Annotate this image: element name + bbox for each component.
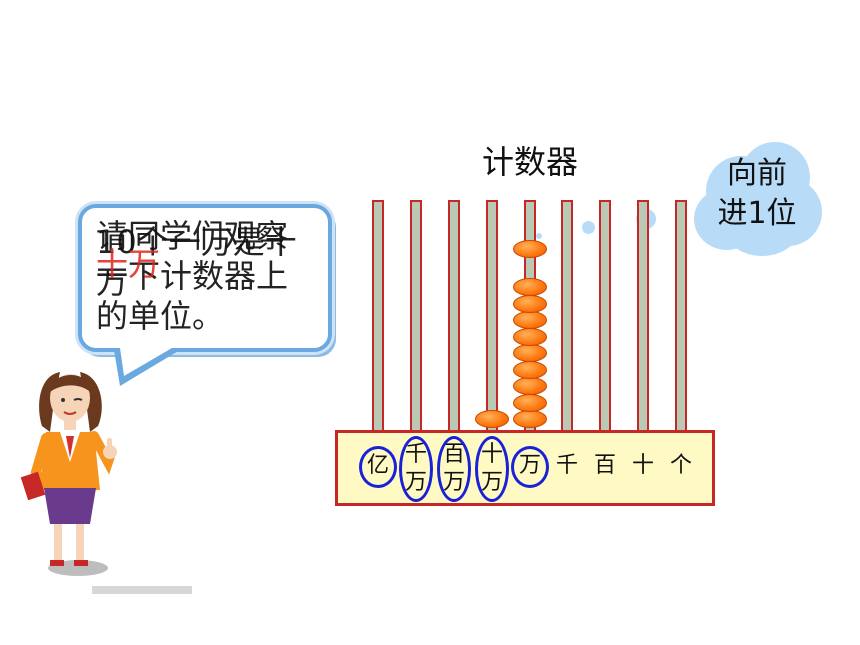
place-ring xyxy=(359,446,397,488)
place-ring xyxy=(475,436,509,502)
speech-bubble-tail-inner xyxy=(120,348,172,376)
abacus-bead[interactable] xyxy=(513,278,547,296)
place-label: 百 xyxy=(593,453,616,478)
abacus-rod xyxy=(675,200,687,432)
cloud-trail-dot xyxy=(536,233,542,239)
abacus-rod xyxy=(561,200,573,432)
cloud-line-1: 向前 xyxy=(727,156,787,191)
abacus-rod xyxy=(486,200,498,432)
thought-cloud: 向前 进1位 xyxy=(692,138,822,256)
place-label: 个 xyxy=(669,453,692,478)
abacus-bead[interactable] xyxy=(513,294,547,313)
abacus-bead[interactable] xyxy=(513,393,547,412)
abacus-rod xyxy=(599,200,611,432)
abacus-title: 计数器 xyxy=(481,143,578,181)
watermark xyxy=(92,586,192,594)
cloud-line-2: 进1位 xyxy=(717,196,797,231)
abacus-rod xyxy=(448,200,460,432)
cloud-puff xyxy=(722,190,802,256)
abacus-bead[interactable] xyxy=(513,360,547,379)
abacus-bead[interactable] xyxy=(513,311,547,329)
teacher-figure xyxy=(20,372,117,576)
abacus-bead[interactable] xyxy=(513,377,547,395)
abacus-bead[interactable] xyxy=(513,344,547,362)
place-ring xyxy=(511,446,549,488)
bubble-text-highlight: 十万 xyxy=(96,245,161,283)
bubble-text-statement: 10个一万是十万 xyxy=(96,223,297,301)
abacus-bead[interactable] xyxy=(513,410,547,428)
place-ring xyxy=(399,436,433,502)
cloud-text: 向前 进1位 xyxy=(702,154,812,234)
abacus-rod xyxy=(372,200,384,432)
cloud-trail-dot xyxy=(582,221,595,234)
speech-bubble-body xyxy=(78,204,332,352)
place-label: 千 xyxy=(555,453,578,478)
place-ring xyxy=(437,436,471,502)
abacus-bead[interactable] xyxy=(513,327,547,346)
abacus-bead[interactable] xyxy=(475,410,509,428)
place-label: 十 xyxy=(631,453,654,478)
bubble-text-instruction: 请同学们观察一下计数器上的单位。 xyxy=(96,217,289,335)
speech-bubble: 请同学们观察一下计数器上的单位。 10个一万是十万 十万 xyxy=(78,204,332,386)
abacus-rod xyxy=(637,200,649,432)
abacus-bead[interactable] xyxy=(513,239,547,258)
abacus-rod xyxy=(410,200,422,432)
